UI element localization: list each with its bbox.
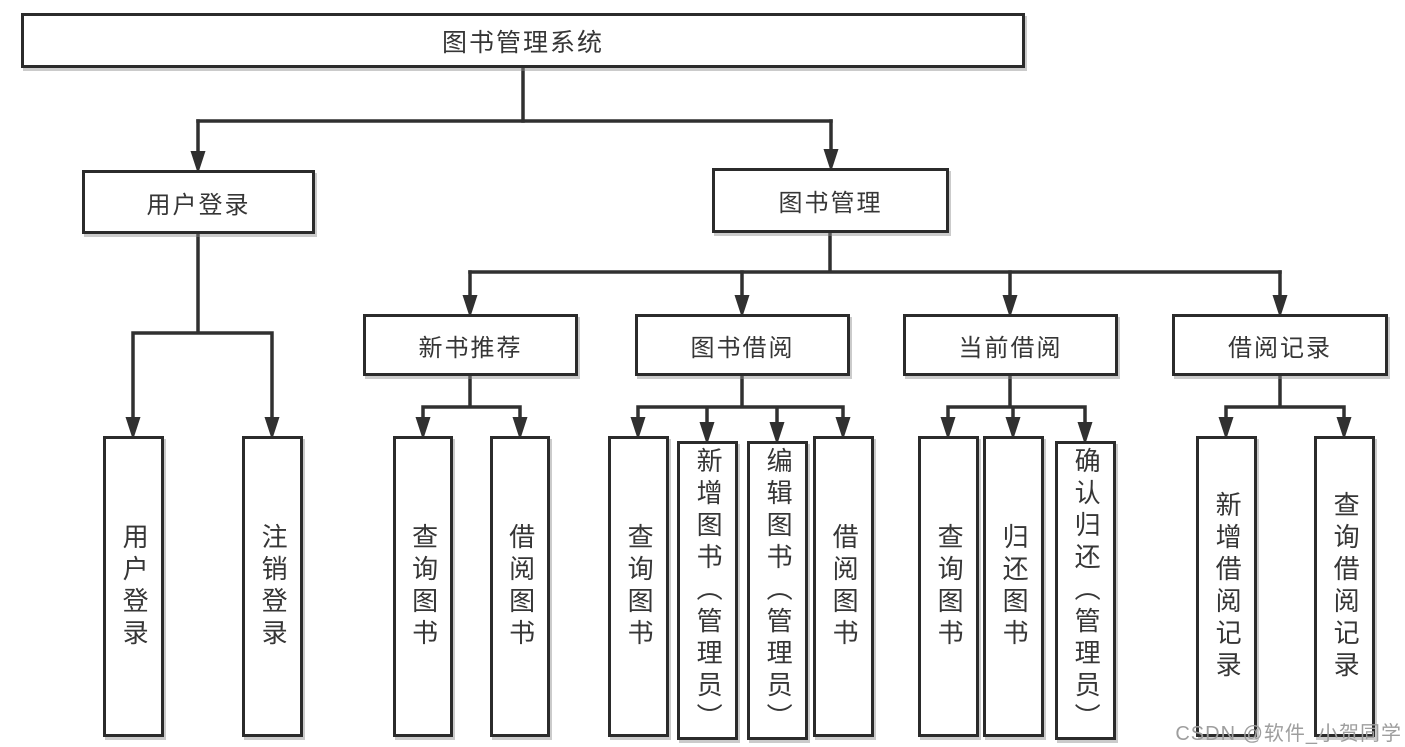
leaf-records-add-record-label: 新增借阅记录 (1212, 490, 1243, 683)
node-borrow-records-label: 借阅记录 (1228, 334, 1332, 362)
leaf-borrow-query-book-label: 查询图书 (624, 522, 655, 651)
arrowhead (462, 295, 478, 318)
leaf-borrow-edit-book-admin: 编辑图书（管理员） (747, 441, 808, 740)
leaf-current-return-book-label: 归还图书 (999, 522, 1030, 651)
leaf-borrow-query-book: 查询图书 (608, 436, 669, 737)
node-book-borrow-label: 图书借阅 (690, 334, 795, 362)
leaf-borrow-add-book-admin: 新增图书（管理员） (677, 441, 738, 740)
connector-login-branch (131, 232, 274, 434)
arrowhead (699, 422, 715, 445)
node-user-login-label: 用户登录 (146, 191, 251, 219)
node-current-borrow-label: 当前借阅 (958, 334, 1063, 362)
node-root-system: 图书管理系统 (21, 13, 1025, 68)
leaf-records-query-record-label: 查询借阅记录 (1330, 490, 1361, 683)
node-new-book-recommend: 新书推荐 (363, 314, 578, 376)
leaf-borrow-borrow-book: 借阅图书 (813, 436, 874, 737)
arrowhead (940, 417, 956, 440)
arrowhead (630, 417, 646, 440)
connector-records-children (1224, 374, 1346, 434)
connector-recommend-children (421, 374, 522, 434)
leaf-recommend-query-book-label: 查询图书 (408, 522, 439, 651)
arrowhead (125, 417, 141, 440)
arrowhead (1272, 295, 1288, 318)
connector-mgmt-branch (468, 231, 1282, 274)
connector-borrow-children (636, 374, 845, 439)
arrowhead (512, 417, 528, 440)
leaf-current-confirm-return-admin: 确认归还（管理员） (1055, 441, 1116, 740)
watermark: CSDN @软件_小贺同学 (1175, 723, 1402, 745)
arrowheads (125, 149, 1352, 445)
leaf-records-query-record: 查询借阅记录 (1314, 436, 1375, 737)
arrowhead (1005, 417, 1021, 440)
leaf-current-query-book: 查询图书 (918, 436, 979, 737)
node-user-login: 用户登录 (82, 170, 315, 234)
leaf-user-login-label: 用户登录 (119, 522, 150, 651)
arrowhead (1002, 295, 1018, 318)
leaf-recommend-query-book: 查询图书 (393, 436, 453, 737)
arrowhead (769, 422, 785, 445)
leaf-borrow-add-book-admin-label: 新增图书（管理员） (693, 446, 724, 735)
arrowhead (835, 417, 851, 440)
node-current-borrow: 当前借阅 (903, 314, 1118, 376)
arrowhead (415, 417, 431, 440)
leaf-recommend-borrow-book: 借阅图书 (490, 436, 550, 737)
connector-arrow-shafts (196, 119, 1282, 312)
leaf-logout: 注销登录 (242, 436, 303, 737)
leaf-recommend-borrow-book-label: 借阅图书 (505, 522, 536, 651)
leaf-logout-label: 注销登录 (258, 522, 289, 651)
arrowhead (1218, 417, 1234, 440)
node-new-book-recommend-label: 新书推荐 (418, 334, 523, 362)
node-root-system-label: 图书管理系统 (441, 28, 604, 57)
leaf-current-query-book-label: 查询图书 (934, 522, 965, 651)
arrowhead (190, 151, 206, 174)
arrowhead (1336, 417, 1352, 440)
leaf-current-return-book: 归还图书 (983, 436, 1044, 737)
leaf-user-login: 用户登录 (103, 436, 164, 737)
node-book-borrow: 图书借阅 (635, 314, 850, 376)
leaf-current-confirm-return-admin-label: 确认归还（管理员） (1071, 446, 1102, 735)
arrowhead (1077, 422, 1093, 445)
arrowhead (264, 417, 280, 440)
leaf-records-add-record: 新增借阅记录 (1196, 436, 1257, 737)
leaf-borrow-edit-book-admin-label: 编辑图书（管理员） (763, 446, 794, 735)
arrowhead (823, 149, 839, 172)
node-book-management: 图书管理 (712, 168, 949, 233)
node-book-management-label: 图书管理 (778, 190, 883, 217)
leaf-borrow-borrow-book-label: 借阅图书 (829, 522, 860, 651)
node-borrow-records: 借阅记录 (1172, 314, 1388, 376)
arrowhead (734, 295, 750, 318)
